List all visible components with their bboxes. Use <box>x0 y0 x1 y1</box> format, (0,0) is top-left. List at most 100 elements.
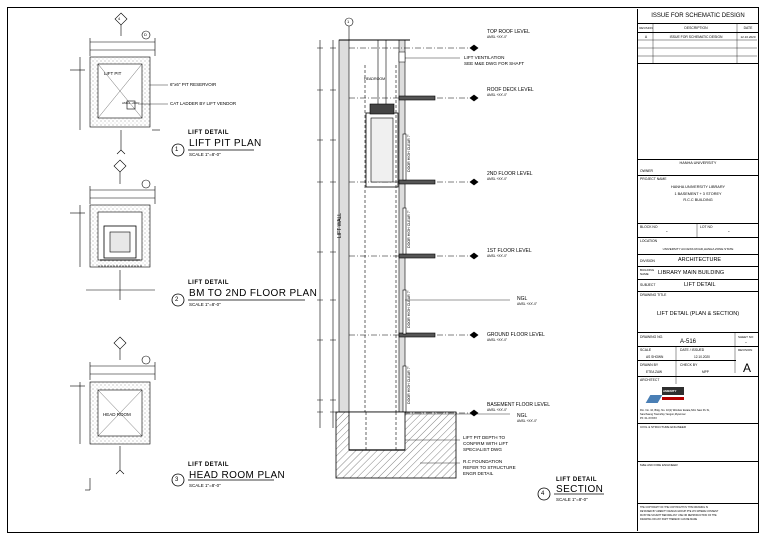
foundation-note-2: REFER TO STRUCTURE <box>463 465 516 470</box>
division-label: DIVISION <box>640 259 655 263</box>
grid-bubble-d: D <box>144 32 147 37</box>
civil-label: CIVIL & STRUCTURE ENGINEER <box>640 425 687 429</box>
sheet-border <box>7 7 759 533</box>
col-date: DATE <box>743 26 753 30</box>
foundation-note-3: ENGR DETAIL <box>463 471 494 476</box>
ngl-bottom-sub: AMSL +XX'-0" <box>517 419 538 423</box>
divider <box>638 175 758 176</box>
revision-row <box>638 32 758 33</box>
level-sub-6: AMSL +XX'-0" <box>487 408 508 412</box>
project-line-2: 1 BASEMENT + 3 STOREY <box>674 192 722 196</box>
mep-label: M&E AND FIRE ENGINEER <box>640 463 678 467</box>
head-room-label: HEAD ROOM <box>103 412 131 417</box>
level-sub-2: AMSL +XX'-0" <box>487 93 508 97</box>
divider <box>638 159 758 160</box>
copyright-3: MUST BE SOUGHT BEFORE ANY USE OR REPRODU… <box>640 514 717 517</box>
level-sub-3: AMSL +XX'-0" <box>487 177 508 181</box>
pit-depth-note-2: CONFIRM WITH LIFT <box>463 441 509 446</box>
scale-value: AS SHOWN <box>646 355 664 359</box>
grid-bubble-4: 4 <box>118 16 121 21</box>
block-value: - <box>666 229 668 235</box>
division-value: ARCHITECTURE <box>678 257 722 263</box>
head-view-scale: SCALE 1"=8'-0" <box>189 483 221 488</box>
section-view-title: SECTION <box>556 484 604 495</box>
lot-label: LOT NO <box>700 225 713 229</box>
scale-label: SCALE <box>640 348 652 352</box>
section-view-number: 4 <box>541 491 545 497</box>
building-label: BUILDING NAME <box>640 268 655 276</box>
title-block-grid <box>637 24 757 384</box>
location-value: UNIVERSITY ACCESS ROAD,HANHA ZONE STATE <box>662 247 734 251</box>
divider <box>638 279 758 280</box>
col-revision: REVISION <box>639 26 653 30</box>
head-view-number: 3 <box>175 477 179 483</box>
level-sub-1: AMSL +XX'-0" <box>487 35 508 39</box>
divider <box>638 291 758 292</box>
divider <box>638 237 758 238</box>
checked-label: CHECK BY <box>680 363 698 367</box>
divider <box>638 503 758 504</box>
pit-depth-note-1: LIFT PIT DEPTH TO <box>463 435 506 440</box>
foundation-note-1: R.C FOUNDATION <box>463 459 503 464</box>
sheet-label: SHEET NO <box>738 335 754 339</box>
section-grid-bubble: 1 <box>347 19 350 24</box>
date-label: DATE / ISSUED <box>680 348 705 352</box>
cat-ladder-note: CAT LADDER BY LIFT VENDOR <box>170 101 237 106</box>
level-name-6: BASEMENT FLOOR LEVEL <box>487 402 550 408</box>
level-name-5: GROUND FLOOR LEVEL <box>487 332 545 338</box>
level-name-4: 1ST FLOOR LEVEL <box>487 248 532 254</box>
level-sub-4: AMSL +XX'-0" <box>487 254 508 258</box>
section-detail-label: LIFT DETAIL <box>556 477 598 483</box>
divider <box>638 254 758 255</box>
drawn-label: DRAWN BY <box>640 363 659 367</box>
head-detail-label: LIFT DETAIL <box>188 462 230 468</box>
vent-note-line1: LIFT VENTILATION <box>464 55 505 60</box>
location-label: LOCATION <box>640 239 658 243</box>
building-value: LIBRARY MAIN BUILDING <box>658 270 725 276</box>
copyright-4: DRAWING OR ANY PART THEREOF CAN BE MADE <box>640 518 698 521</box>
divider <box>638 332 758 333</box>
drawing-no-label: DRAWING NO. <box>640 335 664 339</box>
drawing-title-label: DRAWING TITLE <box>640 293 667 297</box>
pit-view-scale: SCALE 1"=8'-0" <box>189 152 221 157</box>
project-line-1: HANHA UNIVERSITY LIBRARY <box>670 185 726 189</box>
lift-wall-label: LIFT WALL <box>337 212 343 238</box>
head-room-drawing <box>70 336 274 491</box>
project-label: PROJECT NAME <box>640 177 667 181</box>
divider <box>638 63 758 64</box>
floor-view-title: BM TO 2ND FLOOR PLAN <box>189 288 318 299</box>
divider <box>638 461 758 462</box>
pit-room-label: LIFT PIT <box>104 71 122 76</box>
rev-description: ISSUE FOR SCHEMATIC DESIGN <box>669 35 723 39</box>
drawing-no-value: A-516 <box>679 339 696 345</box>
project-line-3: R.C.C BUILDING <box>683 198 713 202</box>
section-view-scale: SCALE 1"=8'-0" <box>556 497 588 502</box>
divider <box>638 360 736 361</box>
revision-value: A <box>742 361 751 375</box>
drawing-title-value: LIFT DETAIL (PLAN & SECTION) <box>656 311 740 317</box>
owner-label: OWNER <box>640 169 653 173</box>
ngl-top-sub: AMSL +XX'-0" <box>517 302 538 306</box>
checked-value: MPP <box>702 370 709 374</box>
revision-header-row <box>638 23 758 24</box>
door-label-1f: DOOR HIGH CLEAR 7' <box>407 210 411 248</box>
architect-address-1: Rm. No. 10, Bldg. No. 10(1) Windsor Esta… <box>640 409 710 412</box>
level-sub-5: AMSL +XX'-0" <box>487 338 508 342</box>
pit-reservoir-note: 6"x6" PIT RESERVOIR <box>170 82 217 87</box>
block-label: BLOCK NO <box>640 225 658 229</box>
divider <box>638 266 758 267</box>
door-label-2f: DOOR HIGH CLEAR 7' <box>407 134 411 172</box>
divider <box>638 423 758 424</box>
rev-code: A <box>644 35 648 39</box>
floor-plan-drawing <box>70 159 305 307</box>
sheet-value: - <box>745 340 747 346</box>
title-block: ISSUE FOR SCHEMATIC DESIGN REVISION DESC… <box>637 9 758 531</box>
ngl-bottom-label: NGL <box>517 413 528 419</box>
pit-depth-note-3: SPECIALIST DWG <box>463 447 502 452</box>
date-value: 12.10.2020 <box>694 355 710 359</box>
copyright-1: THE COPYRIGHT OF THE COPYRIGHT IN THIS D… <box>640 506 709 509</box>
pit-plan-drawing <box>70 12 254 157</box>
pit-level-tag: AMGL +0.00' <box>122 101 140 105</box>
architect-logo: AMENITY <box>645 385 688 405</box>
